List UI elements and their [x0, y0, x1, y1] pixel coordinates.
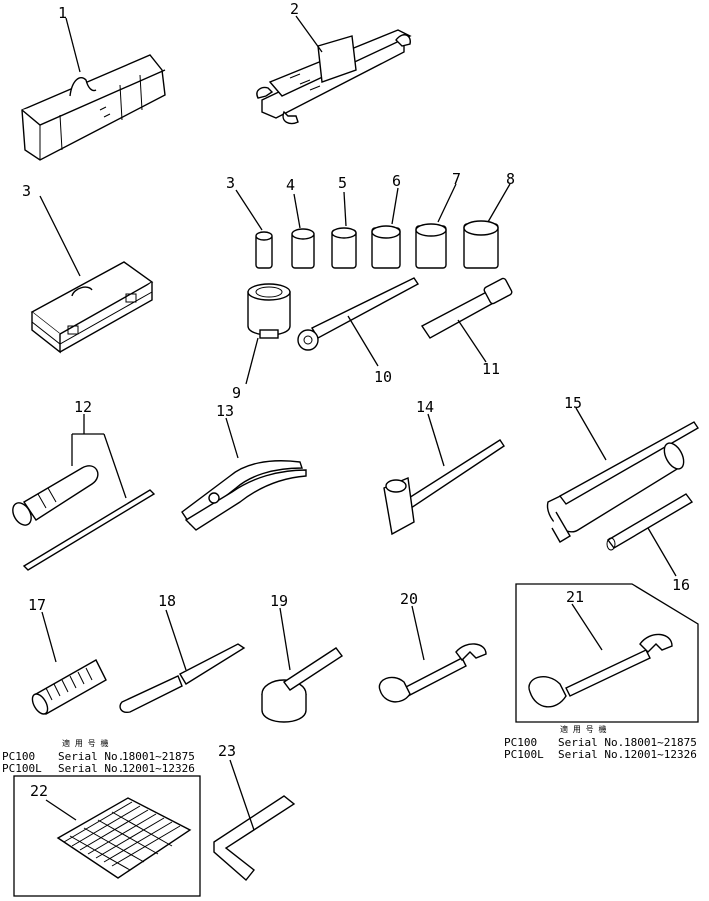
callout-5: 5	[338, 174, 347, 192]
serial-heading: 適 用 号 機	[560, 724, 606, 734]
tool-bag-icon	[21, 54, 166, 161]
screwdriver-icon	[12, 465, 156, 571]
callout-18: 18	[158, 592, 176, 610]
callout-13: 13	[216, 402, 234, 420]
serial-model: PC100L	[504, 748, 544, 761]
serial-range: 12001~12326	[122, 762, 195, 775]
grease-nozzle-icon	[606, 493, 694, 551]
callout-1: 1	[58, 4, 67, 22]
serial-model: PC100	[2, 750, 35, 763]
grease-gun-icon	[546, 421, 699, 543]
spanner-20-icon	[378, 643, 487, 703]
callout-8: 8	[506, 170, 515, 188]
hammer-icon	[383, 439, 505, 536]
ratchet-handle-icon	[297, 277, 420, 351]
wrench-set-icon	[256, 29, 412, 125]
callout-6: 6	[392, 172, 401, 190]
serial-label: Serial No.	[558, 748, 624, 761]
socket-9-icon	[463, 220, 499, 269]
socket-8-icon	[415, 223, 447, 269]
part-21-frame	[515, 583, 699, 723]
serial-block-left: 適 用 号 機 PC100 Serial No. 18001~21875 PC1…	[2, 738, 195, 775]
pliers-icon	[181, 460, 307, 531]
callout-2: 2	[290, 0, 299, 18]
tool-box-icon	[30, 261, 154, 354]
callout-7: 7	[452, 170, 461, 188]
spring-icon	[31, 659, 107, 715]
serial-label: Serial No.	[58, 750, 124, 763]
callout-3-toolbox: 3	[22, 182, 31, 200]
callout-11: 11	[482, 360, 500, 378]
scraper-icon	[119, 643, 246, 714]
callout-3-socket: 3	[226, 174, 235, 192]
callout-17: 17	[28, 596, 46, 614]
callout-21: 21	[566, 588, 584, 606]
callout-19: 19	[270, 592, 288, 610]
callout-12: 12	[74, 398, 92, 416]
serial-model: PC100	[504, 736, 537, 749]
serial-range: 18001~21875	[122, 750, 195, 763]
callout-4: 4	[286, 176, 295, 194]
serial-label: Serial No.	[58, 762, 124, 775]
socket-7-icon	[371, 225, 401, 269]
hex-key-icon	[213, 795, 296, 882]
callout-22: 22	[30, 782, 48, 800]
extension-bar-icon	[420, 277, 513, 339]
socket-6-icon	[331, 227, 357, 269]
callout-16: 16	[672, 576, 690, 594]
serial-heading: 適 用 号 機	[62, 738, 108, 748]
large-socket-icon	[247, 283, 291, 339]
filter-element-icon	[56, 797, 192, 879]
socket-4-icon	[255, 231, 273, 269]
serial-model: PC100L	[2, 762, 42, 775]
callout-15: 15	[564, 394, 582, 412]
part-22-frame	[13, 775, 201, 897]
socket-5-icon	[291, 228, 315, 269]
callout-14: 14	[416, 398, 434, 416]
serial-label: Serial No.	[558, 736, 624, 749]
callout-23: 23	[218, 742, 236, 760]
spanner-21-icon	[528, 633, 673, 708]
serial-range: 18001~21875	[624, 736, 697, 749]
callout-20: 20	[400, 590, 418, 608]
filter-wrench-icon	[261, 647, 344, 723]
callout-10: 10	[374, 368, 392, 386]
serial-range: 12001~12326	[624, 748, 697, 761]
callout-9: 9	[232, 384, 241, 402]
serial-block-right: 適 用 号 機 PC100 Serial No. 18001~21875 PC1…	[504, 724, 697, 761]
